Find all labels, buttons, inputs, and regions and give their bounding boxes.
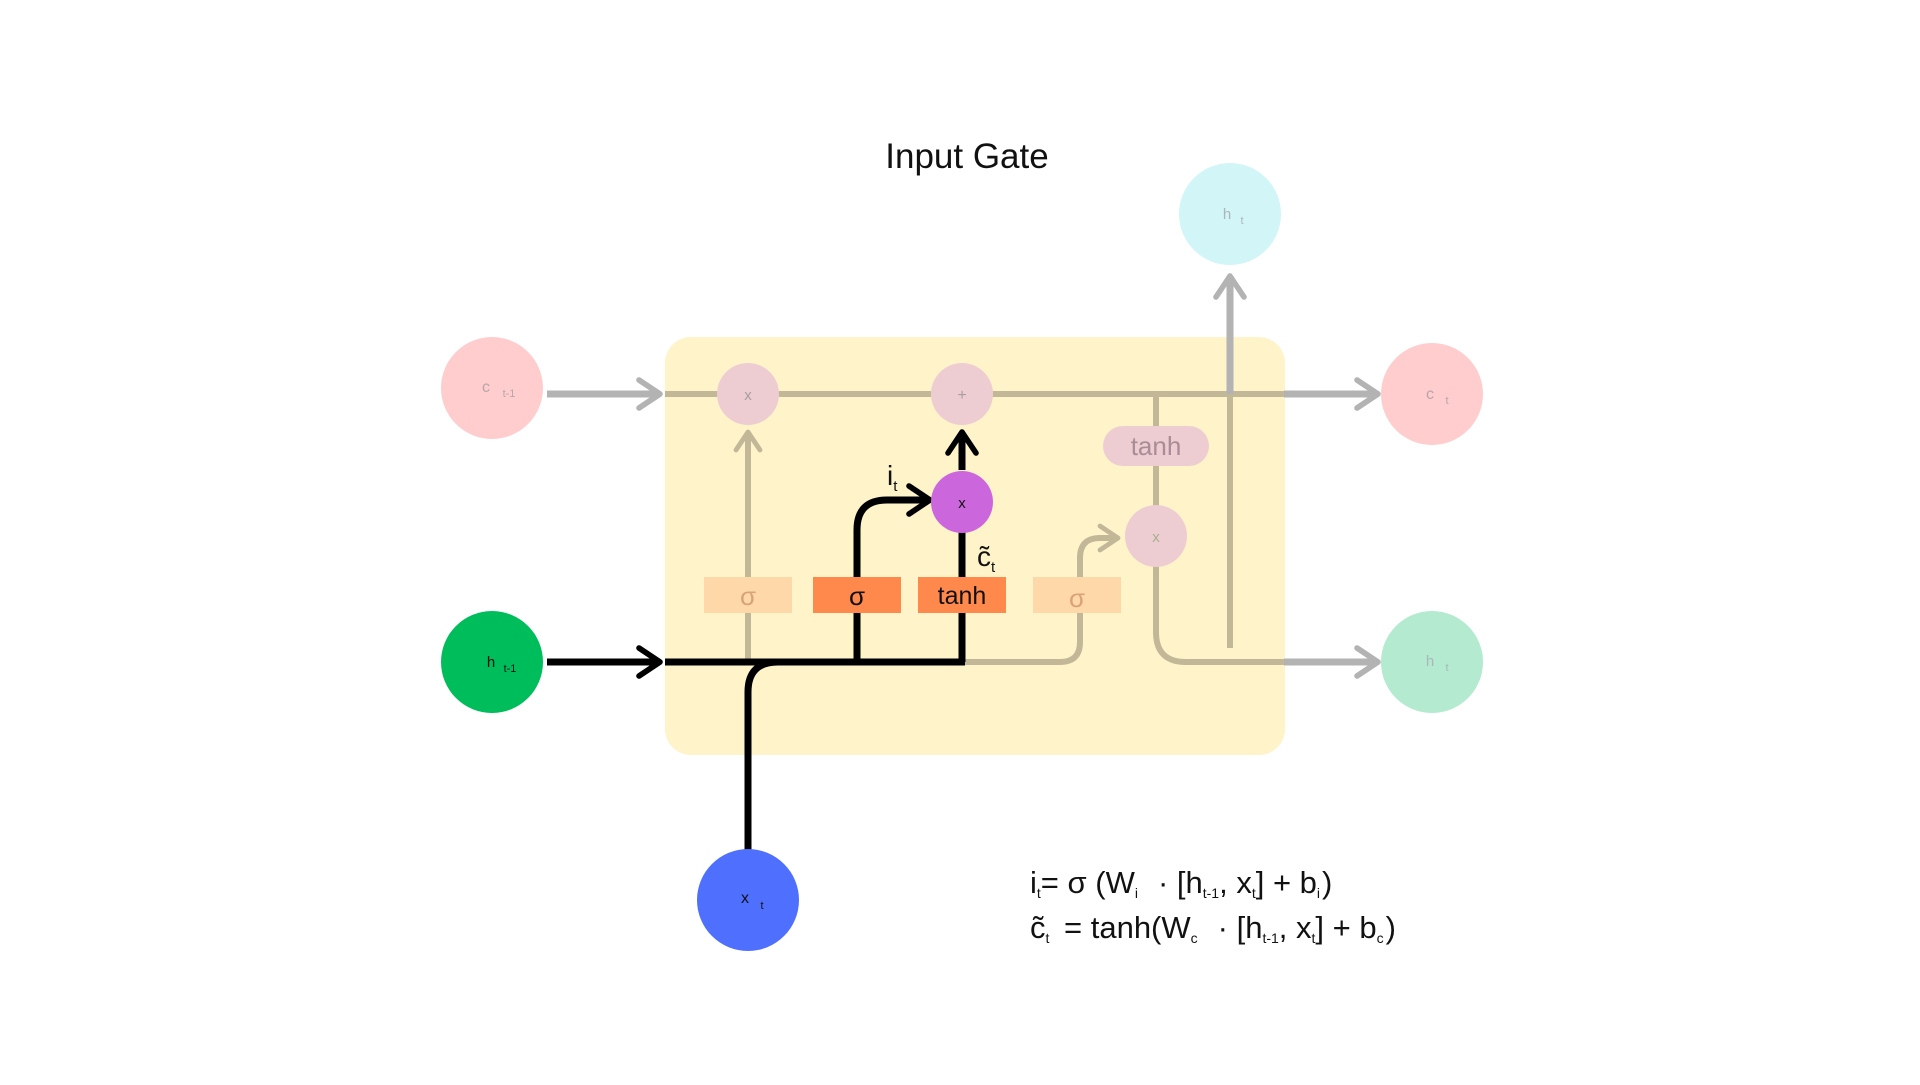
h-top-main: h: [1223, 206, 1231, 223]
i-t-sub: t: [893, 478, 898, 495]
output-multiply-symbol: x: [1152, 529, 1160, 546]
candidate-tanh-label: tanh: [938, 582, 987, 610]
h-out-node: [1381, 611, 1483, 713]
x-input-main: x: [741, 890, 749, 907]
input-multiply-op: [931, 471, 993, 533]
c-tilde-sub: t: [991, 559, 996, 576]
h-prev-main: h: [487, 654, 495, 671]
x-input-sub: t: [760, 900, 763, 912]
c-prev-main: c: [482, 379, 490, 396]
input-gate-path: [853, 483, 933, 662]
c-prev-sub: t-1: [503, 388, 516, 400]
cell-add-symbol: +: [957, 387, 966, 404]
input-sigma-box: [813, 577, 901, 613]
forget-multiply-symbol: x: [744, 387, 752, 404]
equation-input-gate: it= σ (Wi· [ht-1, xt] + bi): [1030, 865, 1332, 901]
x-input-node[interactable]: [697, 849, 799, 951]
i-t-label: it: [887, 460, 898, 495]
cell-tanh-label: tanh: [1131, 431, 1182, 461]
forget-multiply-op: [717, 363, 779, 425]
h-out-main: h: [1426, 653, 1434, 670]
forget-sigma-label: σ: [740, 581, 756, 611]
output-sigma-label: σ: [1069, 583, 1085, 613]
output-mult-to-h-path: [1153, 566, 1284, 665]
equation-candidate: c̃t = tanh(Wc· [ht-1, xt] + bc): [1030, 910, 1396, 946]
c-out-main: c: [1426, 386, 1434, 403]
h-top-sub: t: [1240, 215, 1243, 227]
c-prev-node: [441, 337, 543, 439]
h-out-sub: t: [1445, 662, 1448, 674]
output-sigma-box: [1033, 577, 1121, 613]
cell-tanh-pill: [1103, 426, 1209, 466]
cell-add-op: [931, 363, 993, 425]
h-top-node: [1179, 163, 1281, 265]
x-input-path: [744, 658, 779, 850]
i-t-main: i: [887, 460, 893, 491]
c-out-sub: t: [1445, 395, 1448, 407]
diagram-title: Input Gate: [885, 137, 1048, 176]
candidate-tanh-box: [918, 577, 1006, 613]
output-multiply-op: [1125, 505, 1187, 567]
forget-sigma-box: [704, 577, 792, 613]
c-tilde-main: c̃: [977, 541, 991, 572]
h-prev-sub: t-1: [504, 663, 517, 675]
c-tilde-label: c̃t: [977, 541, 996, 576]
c-out-node: [1381, 343, 1483, 445]
h-prev-node[interactable]: [441, 611, 543, 713]
input-multiply-symbol: x: [958, 495, 966, 512]
input-sigma-label: σ: [849, 581, 865, 611]
